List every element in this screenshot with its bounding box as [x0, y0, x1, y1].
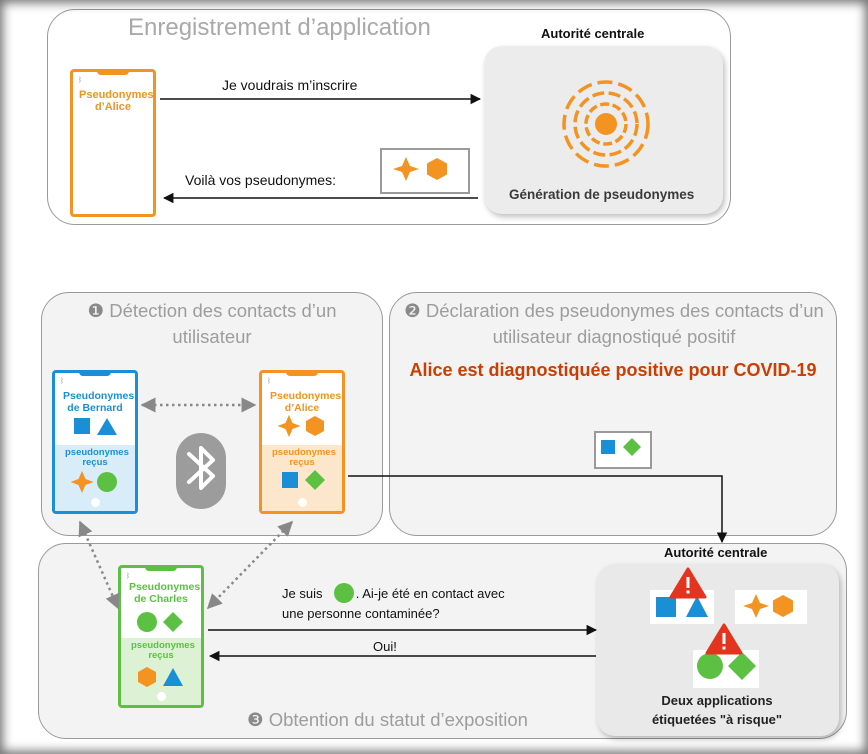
alice-phone-detection: ᛒ Pseudonymes d’Alice pseudonymes reçus — [259, 370, 345, 514]
bluetooth-mini-icon: ᛒ — [126, 573, 131, 580]
risk-label-line2: étiquetées "à risque" — [651, 712, 783, 727]
blue-square-icon — [282, 472, 298, 488]
green-circle-icon — [137, 612, 157, 632]
green-circle-icon — [334, 583, 354, 603]
hexagon-icon — [306, 416, 324, 436]
hexagon-icon — [773, 595, 793, 617]
risk-label-line1: Deux applications — [661, 693, 773, 708]
blue-triangle-icon — [686, 596, 708, 617]
home-button — [90, 498, 100, 507]
blue-square-icon — [74, 418, 90, 434]
exposure-answer: Oui! — [373, 639, 397, 654]
hexagon-icon — [427, 158, 447, 180]
charles-phone: ᛒ Pseudonymes de Charles pseudonymes reç… — [118, 565, 204, 708]
green-circle-icon — [697, 653, 723, 679]
declaration-title-text: Déclaration des pseudonymes des contacts… — [425, 300, 824, 347]
green-diamond-icon — [728, 652, 756, 680]
step-1-number: ❶ — [87, 300, 105, 321]
warning-icon — [705, 623, 743, 655]
bluetooth-mini-icon: ᛒ — [60, 378, 65, 385]
issued-pseudonyms-card — [380, 148, 470, 194]
green-diamond-icon — [305, 470, 325, 490]
response-label: Voilà vos pseudonymes: — [185, 172, 336, 188]
alice-phone-title: Pseudonymes d’Alice — [79, 89, 154, 113]
bluetooth-mini-icon: ᛒ — [267, 378, 272, 385]
exposure-authority-title: Autorité centrale — [664, 545, 768, 560]
declaration-title: ❷ Déclaration des pseudonymes des contac… — [398, 298, 830, 350]
home-button — [297, 498, 307, 507]
hexagon-icon — [138, 667, 156, 687]
detection-title-text: Détection des contacts d’un utilisateur — [109, 300, 337, 347]
step-3-number: ❸ — [247, 709, 264, 730]
bernard-charles-exchange-arrow — [78, 520, 120, 610]
blue-triangle-icon — [163, 668, 183, 686]
green-diamond-icon — [623, 438, 641, 456]
star-icon — [70, 471, 94, 493]
green-diamond-icon — [163, 612, 183, 632]
blue-triangle-icon — [97, 418, 117, 435]
home-button — [156, 692, 166, 701]
registration-title: Enregistrement d’application — [128, 14, 431, 41]
pseudonym-generation-label: Génération de pseudonymes — [509, 187, 695, 202]
green-circle-icon — [97, 472, 117, 492]
detection-title: ❶ Détection des contacts d’un utilisateu… — [52, 298, 372, 350]
alice-phone-registration: ᛒ Pseudonymes d’Alice — [70, 69, 156, 217]
request-label: Je voudrais m’inscrire — [222, 77, 358, 93]
registration-authority-title: Autorité centrale — [541, 26, 645, 41]
bluetooth-mini-icon: ᛒ — [78, 77, 83, 84]
bernard-received-label: pseudonymes reçus — [65, 447, 129, 468]
exposure-title-text: Obtention du statut d’exposition — [268, 709, 528, 730]
blue-square-icon — [656, 597, 676, 617]
alice-phone-detection-title: Pseudonymes d’Alice — [270, 390, 342, 414]
question-suffix: . Ai-je été en contact avec — [355, 586, 505, 601]
declaration-upload-arrow — [348, 475, 728, 544]
warning-icon — [669, 567, 707, 599]
bluetooth-icon — [176, 433, 226, 509]
blue-square-icon — [601, 440, 615, 454]
star-icon — [743, 594, 769, 618]
step-2-number: ❷ — [404, 300, 421, 321]
exposure-title: ❸ Obtention du statut d’exposition — [247, 709, 528, 731]
charles-phone-title: Pseudonymes de Charles — [129, 581, 201, 605]
bernard-phone: ᛒ Pseudonymes de Bernard pseudonymes reç… — [52, 370, 138, 514]
alice-charles-exchange-arrow — [206, 520, 294, 610]
exposure-question-line2: une personne contaminée? — [282, 606, 440, 621]
sun-icon — [562, 80, 650, 168]
declaration-panel — [389, 292, 837, 536]
star-icon — [277, 415, 301, 437]
bernard-phone-title: Pseudonymes de Bernard — [63, 390, 135, 414]
alice-received-label: pseudonymes reçus — [272, 447, 336, 468]
star-icon — [393, 157, 419, 181]
diagnosis-alert: Alice est diagnostiquée positive pour CO… — [409, 360, 817, 380]
charles-received-label: pseudonymes reçus — [131, 640, 195, 661]
